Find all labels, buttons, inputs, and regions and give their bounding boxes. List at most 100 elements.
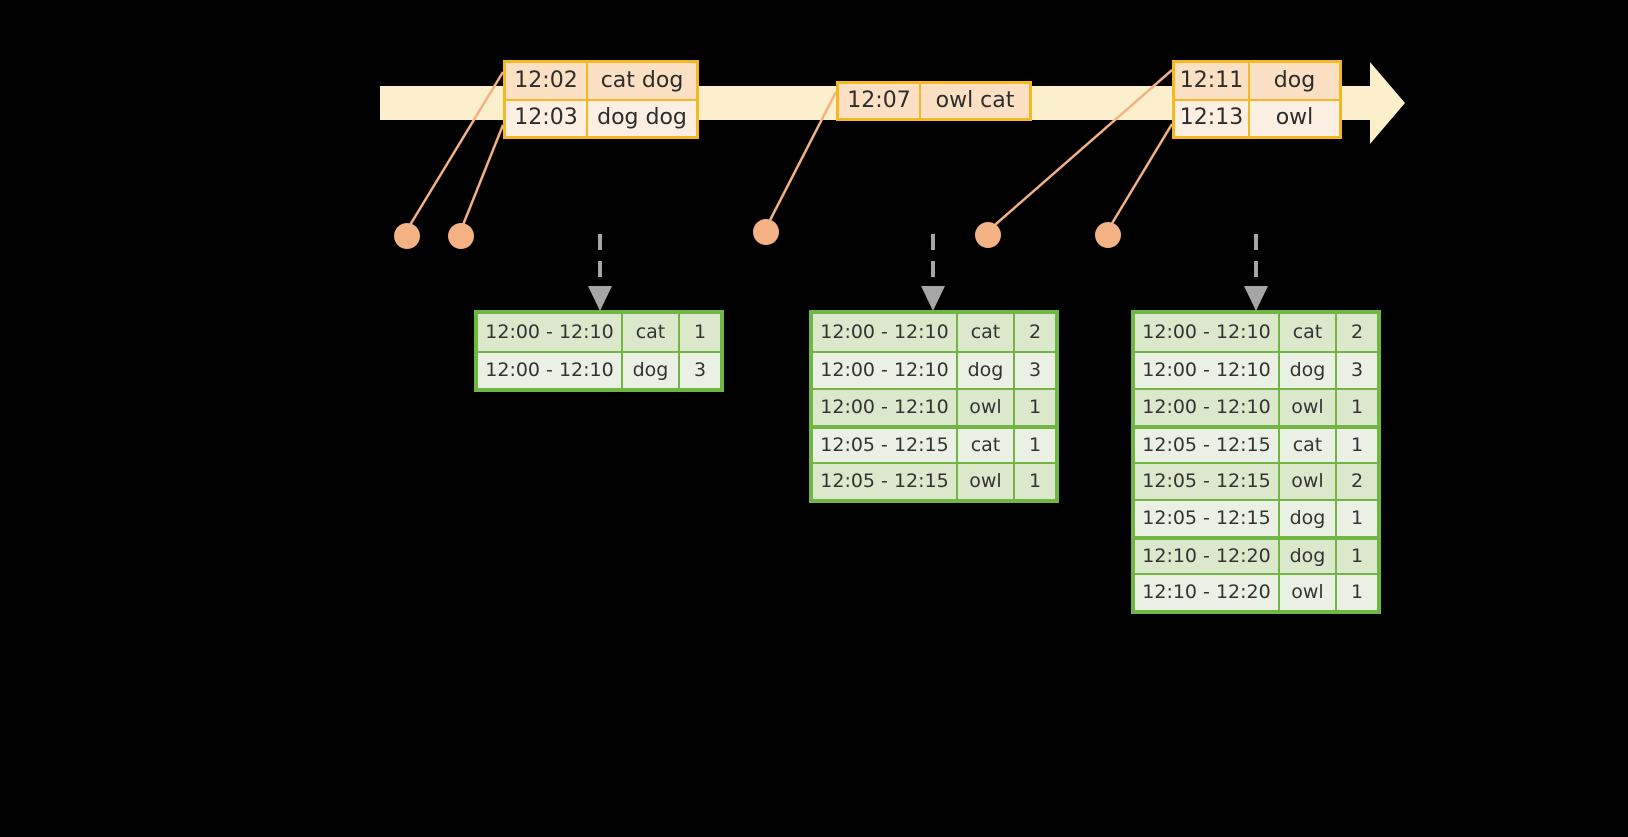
count-text: 3 [1028, 359, 1042, 381]
event-group-2[interactable]: 12:07 owl cat [836, 81, 1032, 121]
window-cell: 12:00 - 12:10 [813, 353, 958, 388]
window-text: 12:00 - 12:10 [1142, 359, 1271, 381]
key-text: cat [1292, 321, 1323, 343]
window-cell: 12:00 - 12:10 [813, 314, 958, 351]
count-text: 1 [1350, 545, 1364, 567]
key-cell: dog [1280, 540, 1337, 573]
event-row[interactable]: 12:02 cat dog [506, 63, 696, 99]
count-cell: 1 [1337, 390, 1377, 425]
event-row[interactable]: 12:11 dog [1175, 63, 1339, 99]
event-row[interactable]: 12:03 dog dog [506, 98, 696, 136]
window-text: 12:00 - 12:10 [820, 359, 949, 381]
table-row[interactable]: 12:05 - 12:15 cat 1 [1135, 425, 1377, 462]
key-cell: owl [958, 390, 1015, 425]
count-text: 2 [1350, 321, 1364, 343]
event-time-cell: 12:11 [1175, 63, 1250, 99]
key-cell: dog [1280, 353, 1337, 388]
count-cell: 1 [1337, 575, 1377, 610]
window-text: 12:00 - 12:10 [485, 359, 614, 381]
key-cell: cat [958, 314, 1015, 351]
count-cell: 1 [1015, 429, 1055, 462]
key-text: owl [969, 396, 1002, 418]
key-cell: owl [1280, 575, 1337, 610]
key-text: dog [1289, 545, 1326, 567]
result-table-3[interactable]: 12:00 - 12:10 cat 2 12:00 - 12:10 dog 3 … [1131, 310, 1381, 614]
table-row[interactable]: 12:10 - 12:20 owl 1 [1135, 573, 1377, 610]
window-cell: 12:00 - 12:10 [1135, 314, 1280, 351]
trigger-dots [394, 219, 1121, 249]
event-value-text: owl cat [935, 88, 1015, 113]
window-cell: 12:05 - 12:15 [813, 464, 958, 499]
key-cell: dog [623, 353, 680, 388]
window-cell: 12:10 - 12:20 [1135, 540, 1280, 573]
count-text: 2 [1350, 470, 1364, 492]
window-text: 12:05 - 12:15 [820, 434, 949, 456]
event-group-1[interactable]: 12:02 cat dog 12:03 dog dog [503, 60, 699, 139]
event-value-cell: owl cat [921, 84, 1029, 118]
count-text: 1 [1028, 470, 1042, 492]
event-value-cell: owl [1250, 100, 1339, 136]
table-row[interactable]: 12:00 - 12:10 owl 1 [1135, 388, 1377, 425]
trigger-dot-5 [1095, 222, 1121, 248]
count-cell: 2 [1337, 464, 1377, 499]
key-cell: cat [1280, 314, 1337, 351]
count-cell: 1 [1337, 429, 1377, 462]
trigger-dot-1 [394, 223, 420, 249]
count-cell: 3 [1015, 353, 1055, 388]
count-cell: 1 [1015, 390, 1055, 425]
table-row[interactable]: 12:10 - 12:20 dog 1 [1135, 536, 1377, 573]
key-text: owl [1291, 470, 1324, 492]
table-row[interactable]: 12:00 - 12:10 dog 3 [478, 351, 720, 388]
window-cell: 12:10 - 12:20 [1135, 575, 1280, 610]
event-value-text: owl [1275, 105, 1314, 131]
event-time-cell: 12:13 [1175, 100, 1250, 136]
window-text: 12:05 - 12:15 [820, 470, 949, 492]
key-text: owl [1291, 581, 1324, 603]
count-cell: 1 [1337, 540, 1377, 573]
table-row[interactable]: 12:05 - 12:15 owl 2 [1135, 462, 1377, 499]
key-cell: cat [623, 314, 680, 351]
event-value-text: cat dog [600, 67, 684, 93]
window-text: 12:10 - 12:20 [1142, 581, 1271, 603]
window-text: 12:00 - 12:10 [820, 396, 949, 418]
window-text: 12:00 - 12:10 [1142, 396, 1271, 418]
window-cell: 12:00 - 12:10 [813, 390, 958, 425]
event-time-text: 12:02 [514, 67, 578, 93]
count-cell: 3 [1337, 353, 1377, 388]
table-row[interactable]: 12:00 - 12:10 dog 3 [813, 351, 1055, 388]
table-row[interactable]: 12:00 - 12:10 cat 2 [1135, 314, 1377, 351]
result-table-2[interactable]: 12:00 - 12:10 cat 2 12:00 - 12:10 dog 3 … [809, 310, 1059, 503]
key-text: cat [970, 321, 1001, 343]
count-text: 2 [1028, 321, 1042, 343]
event-value-cell: dog [1250, 63, 1339, 99]
key-text: owl [969, 470, 1002, 492]
count-text: 3 [693, 359, 707, 381]
key-cell: cat [1280, 429, 1337, 462]
key-text: cat [1292, 434, 1323, 456]
window-cell: 12:00 - 12:10 [1135, 390, 1280, 425]
table-row[interactable]: 12:00 - 12:10 cat 2 [813, 314, 1055, 351]
window-cell: 12:05 - 12:15 [1135, 501, 1280, 536]
event-group-3[interactable]: 12:11 dog 12:13 owl [1172, 60, 1342, 139]
key-text: cat [635, 321, 666, 343]
table-row[interactable]: 12:00 - 12:10 cat 1 [478, 314, 720, 351]
table-row[interactable]: 12:05 - 12:15 dog 1 [1135, 499, 1377, 536]
table-row[interactable]: 12:05 - 12:15 owl 1 [813, 462, 1055, 499]
window-text: 12:05 - 12:15 [1142, 434, 1271, 456]
count-text: 3 [1350, 359, 1364, 381]
result-table-1[interactable]: 12:00 - 12:10 cat 1 12:00 - 12:10 dog 3 [474, 310, 724, 392]
event-row[interactable]: 12:07 owl cat [839, 84, 1029, 118]
table-row[interactable]: 12:00 - 12:10 dog 3 [1135, 351, 1377, 388]
count-cell: 1 [680, 314, 720, 351]
table-row[interactable]: 12:05 - 12:15 cat 1 [813, 425, 1055, 462]
count-cell: 1 [1337, 501, 1377, 536]
event-time-text: 12:07 [847, 88, 911, 113]
table-row[interactable]: 12:00 - 12:10 owl 1 [813, 388, 1055, 425]
event-row[interactable]: 12:13 owl [1175, 98, 1339, 136]
trigger-dot-4 [975, 222, 1001, 248]
event-value-cell: cat dog [588, 63, 696, 99]
window-cell: 12:05 - 12:15 [1135, 464, 1280, 499]
count-cell: 1 [1015, 464, 1055, 499]
key-cell: owl [1280, 390, 1337, 425]
window-text: 12:10 - 12:20 [1142, 545, 1271, 567]
